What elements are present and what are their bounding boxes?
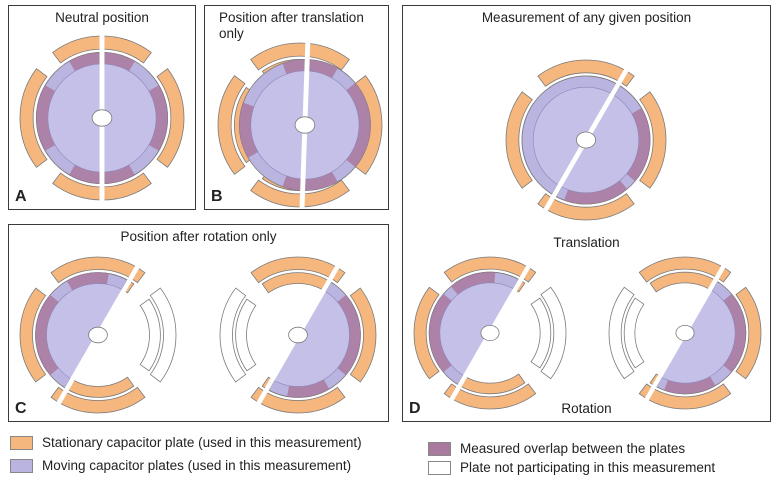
legend-overlap-text: Measured overlap between the plates [460, 441, 686, 456]
legend-stationary: Stationary capacitor plate (used in this… [10, 435, 362, 450]
panel-a-label: A [15, 188, 27, 205]
swatch-moving [10, 458, 33, 473]
swatch-stationary [10, 435, 33, 450]
panel-b-title: Position after translation only [219, 10, 364, 41]
panel-d: Measurement of any given position Transl… [402, 5, 771, 422]
panel-b: Position after translation only B [204, 5, 389, 210]
panel-d-label: D [409, 400, 421, 417]
panel-b-label: B [211, 188, 223, 205]
swatch-overlap [428, 441, 451, 456]
swatch-inactive [428, 460, 451, 475]
translation-label: Translation [553, 235, 620, 250]
panel-c: Position after rotation only C [8, 224, 389, 422]
panel-a-title: Neutral position [55, 10, 149, 25]
legend-moving: Moving capacitor plates (used in this me… [10, 458, 351, 473]
rotation-label: Rotation [561, 401, 612, 416]
panel-c-title: Position after rotation only [120, 229, 277, 244]
legend-stationary-text: Stationary capacitor plate (used in this… [42, 435, 362, 450]
panel-c-label: C [15, 400, 27, 417]
legend-inactive: Plate not participating in this measurem… [428, 460, 715, 475]
legend-inactive-text: Plate not participating in this measurem… [460, 460, 716, 475]
legend-overlap: Measured overlap between the plates [428, 441, 685, 456]
panel-a: Neutral position A [8, 5, 196, 210]
panel-d-title: Measurement of any given position [481, 10, 692, 25]
legend-moving-text: Moving capacitor plates (used in this me… [42, 458, 352, 473]
